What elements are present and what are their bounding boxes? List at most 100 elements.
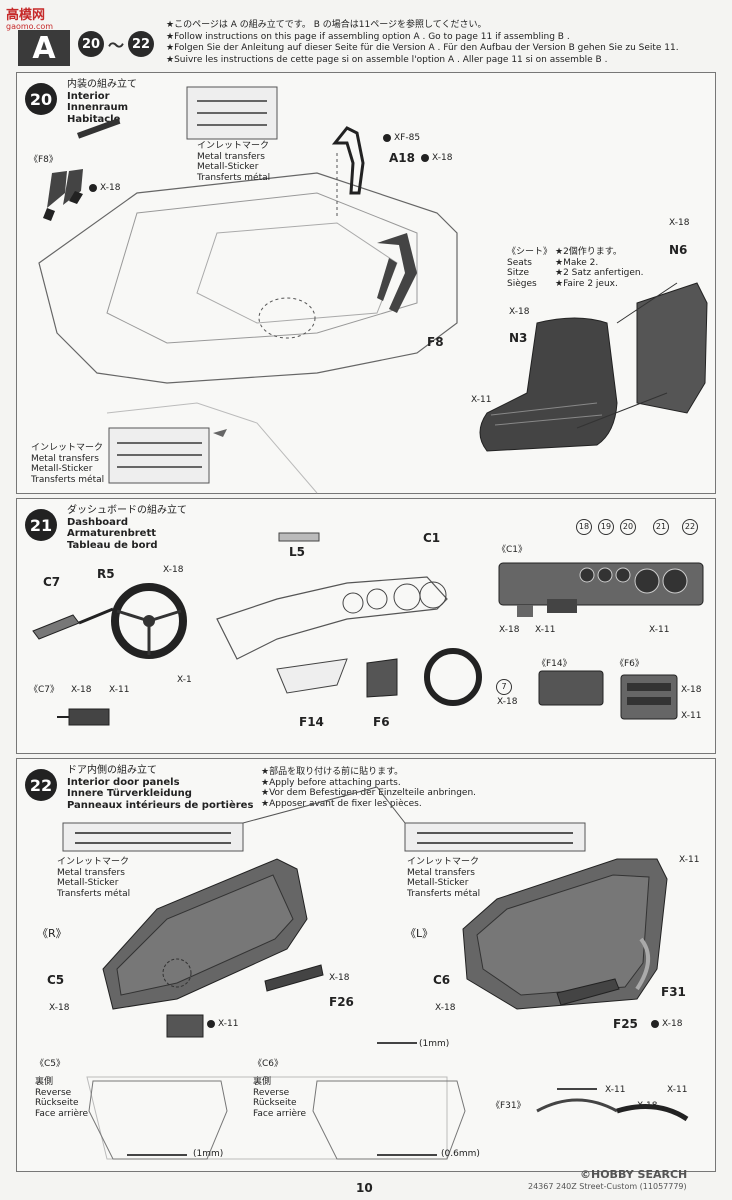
r-door-paint-x11: X-11 xyxy=(207,1019,238,1029)
paint-dot-icon xyxy=(89,184,97,192)
door-right-label: 《R》 xyxy=(37,927,67,940)
transfer-right-jp: インレットマーク xyxy=(407,857,480,867)
transfer-left-de: Metall-Sticker xyxy=(57,878,119,888)
part-f25: F25 xyxy=(613,1017,638,1031)
part-c7: C7 xyxy=(43,575,61,589)
apply-note-jp: ★部品を取り付ける前に貼ります。 xyxy=(261,767,404,777)
c6-reverse-fr: Face arrière xyxy=(253,1108,307,1119)
step-from: 20 xyxy=(78,31,104,57)
c1-sub-label: 《C1》 xyxy=(497,545,528,555)
f31-paint-x11-b: X-11 xyxy=(667,1085,687,1095)
f14-paint: X-18 xyxy=(497,697,517,707)
f6-paint-x18: X-18 xyxy=(681,685,701,695)
note-de: ★Folgen Sie der Anleitung auf dieser Sei… xyxy=(166,43,679,53)
transfer-left-jp: インレットマーク xyxy=(57,857,130,867)
decal-19: 19 xyxy=(598,519,614,535)
step-range: 20 ～ 22 xyxy=(78,30,155,58)
make-two-note: ★2個作ります。 ★Make 2. ★2 Satz anfertigen. ★F… xyxy=(555,247,643,289)
c5-reverse-de: Rückseite xyxy=(35,1098,79,1108)
f8-paint: X-18 xyxy=(89,183,120,193)
xf85-paint: XF-85 xyxy=(383,133,420,143)
lower-transfer-en: Metal transfers xyxy=(31,453,99,464)
seat-label-fr: Sièges xyxy=(507,278,537,289)
n3-paint-code: X-18 xyxy=(509,307,530,317)
part-c5: C5 xyxy=(47,973,65,987)
c5-sub-label: 《C5》 xyxy=(35,1059,66,1069)
door-left-label: 《L》 xyxy=(405,927,434,940)
c6-reverse-en: Reverse xyxy=(253,1087,290,1098)
a18-paint-code: X-18 xyxy=(432,153,453,163)
step-21-panel: 21 ダッシュボードの組み立て Dashboard Armaturenbrett… xyxy=(16,498,716,754)
step-22-transfer-left: インレットマーク Metal transfers Metall-Sticker … xyxy=(57,857,130,899)
step-22-title-de: Innere Türverkleidung xyxy=(67,788,192,799)
f8-sub-label: 《F8》 xyxy=(29,155,58,165)
f6-sub-label: 《F6》 xyxy=(615,659,644,669)
drill-06mm: (0.6mm) xyxy=(441,1149,480,1159)
part-f8: F8 xyxy=(427,335,444,349)
apply-note-de: ★Vor dem Befestigen der Einzelteile anbr… xyxy=(261,788,477,798)
seat-paint-x11: X-11 xyxy=(471,395,491,405)
step-21-title-en: Dashboard xyxy=(67,516,128,528)
site-logo: 高模网 xyxy=(6,8,46,23)
c7-paint-x18-code: X-18 xyxy=(71,685,92,695)
step-20-lower-transfer: インレットマーク Metal transfers Metall-Sticker … xyxy=(31,443,104,485)
c6-reverse-jp: 裏側 xyxy=(253,1077,272,1087)
transfer-left-fr: Transferts métal xyxy=(57,888,131,899)
step-21-title-jp: ダッシュボードの組み立て xyxy=(67,505,187,516)
c5-paint: X-18 xyxy=(49,1003,69,1013)
n6-paint: X-18 xyxy=(669,218,689,228)
step-22-title-fr: Panneaux intérieurs de portières xyxy=(67,799,254,811)
part-c1: C1 xyxy=(423,531,441,545)
seat-label-jp: 《シート》 xyxy=(507,247,553,257)
part-f31: F31 xyxy=(661,985,686,999)
l-door-paint-x11: X-11 xyxy=(679,855,699,865)
step-20-transfer-de: Metall-Sticker xyxy=(197,162,259,172)
site-logo-sub: gaomo.com xyxy=(6,22,54,31)
a18-paint: X-18 xyxy=(421,153,452,163)
step-21-title: ダッシュボードの組み立て Dashboard Armaturenbrett Ta… xyxy=(67,505,187,551)
c6-paint: X-18 xyxy=(435,1003,455,1013)
drill-1mm-bottom: (1mm) xyxy=(193,1149,224,1159)
drill-1mm-top: (1mm) xyxy=(419,1039,450,1049)
f31-paint-x11-a: X-11 xyxy=(605,1085,625,1095)
decal-22: 22 xyxy=(682,519,698,535)
c1-paint-x11: X-11 xyxy=(535,625,555,635)
door-panels-drawing xyxy=(62,786,689,1160)
r-door-paint-x11-code: X-11 xyxy=(218,1019,239,1029)
dashboard-drawing xyxy=(32,532,704,726)
seat-paint-code: X-11 xyxy=(471,395,492,405)
step-22-transfer-right: インレットマーク Metal transfers Metall-Sticker … xyxy=(407,857,480,899)
lower-transfer-de: Metall-Sticker xyxy=(31,464,93,474)
paint-dot-icon xyxy=(383,134,391,142)
apply-note-en: ★Apply before attaching parts. xyxy=(261,777,401,788)
apply-before-note: ★部品を取り付ける前に貼ります。 ★Apply before attaching… xyxy=(261,767,476,809)
f31-paint-x18-code: X-18 xyxy=(637,1101,658,1111)
step-20-transfer-fr: Transferts métal xyxy=(197,172,271,183)
c6-sub-label: 《C6》 xyxy=(253,1059,284,1069)
page-number: 10 xyxy=(356,1181,373,1195)
note-fr: ★Suivre les instructions de cette page s… xyxy=(166,54,608,65)
transfer-right-de: Metall-Sticker xyxy=(407,878,469,888)
part-f26: F26 xyxy=(329,995,354,1009)
c7-paint-x11: X-11 xyxy=(109,685,129,695)
part-n6: N6 xyxy=(669,243,688,257)
transfer-right-en: Metal transfers xyxy=(407,867,475,878)
f26-paint-code: X-18 xyxy=(329,973,350,983)
xf85-code: XF-85 xyxy=(394,133,421,143)
part-a18: A18 xyxy=(389,151,415,165)
option-badge: A xyxy=(18,30,70,66)
step-22-title-en: Interior door panels xyxy=(67,776,180,788)
r5-paint: X-18 xyxy=(163,565,183,575)
step-20-title-en: Interior xyxy=(67,90,110,102)
step-20-transfer-jp: インレットマーク xyxy=(197,141,270,151)
c6-reverse-de: Rückseite xyxy=(253,1098,297,1108)
r5-paint-code: X-18 xyxy=(163,565,184,575)
f6-paint-x11-code: X-11 xyxy=(681,711,702,721)
step-20-transfer-en: Metal transfers xyxy=(197,151,265,162)
step-20-title: 内装の組み立て Interior Innenraum Habitacle xyxy=(67,79,137,125)
paint-dot-icon xyxy=(421,154,429,162)
paint-dot-icon xyxy=(207,1020,215,1028)
c5-reverse-fr: Face arrière xyxy=(35,1108,89,1119)
f14-sub-label: 《F14》 xyxy=(537,659,572,669)
lower-transfer-fr: Transferts métal xyxy=(31,474,105,485)
